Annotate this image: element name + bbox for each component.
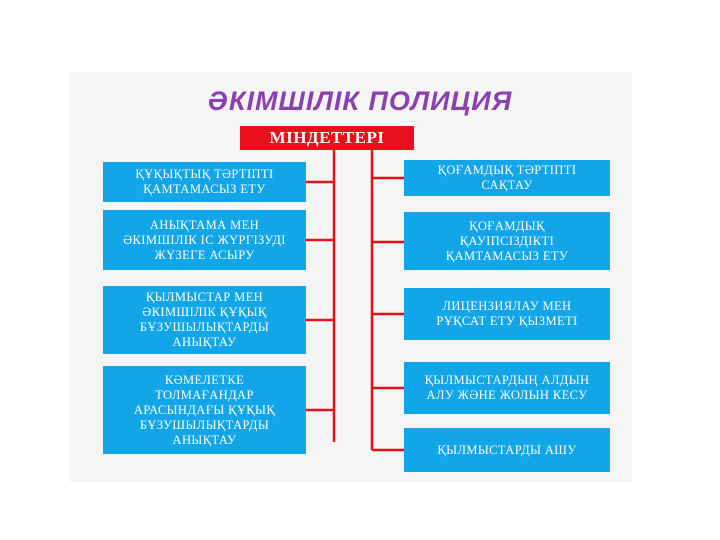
left-task-3: ҚЫЛМЫСТАР МЕН ӘКІМШІЛІК ҚҰҚЫҚ БҰЗУШЫЛЫҚТ… — [103, 286, 306, 354]
left-task-2: АНЫҚТАМА МЕН ӘКІМШІЛІК ІС ЖҮРГІЗУДІ ЖҮЗЕ… — [103, 210, 306, 270]
right-task-4: ҚЫЛМЫСТАРДЫҢ АЛДЫН АЛУ ЖӘНЕ ЖОЛЫН КЕСУ — [404, 362, 610, 414]
right-task-2: ҚОҒАМДЫҚ ҚАУІПСІЗДІКТІ ҚАМТАМАСЫЗ ЕТУ — [404, 212, 610, 270]
header-box: МІНДЕТТЕРІ — [240, 126, 414, 150]
right-task-5: ҚЫЛМЫСТАРДЫ АШУ — [404, 428, 610, 472]
left-task-4: КӘМЕЛЕТКЕ ТОЛМАҒАНДАР АРАСЫНДАҒЫ ҚҰҚЫҚ Б… — [103, 366, 306, 454]
right-task-3: ЛИЦЕНЗИЯЛАУ МЕН РҰҚСАТ ЕТУ ҚЫЗМЕТІ — [404, 288, 610, 340]
diagram-title: ӘКІМШІЛІК ПОЛИЦИЯ — [207, 86, 513, 116]
left-task-1: ҚҰҚЫҚТЫҚ ТӘРТІПТІ ҚАМТАМАСЫЗ ЕТУ — [103, 162, 306, 202]
right-task-1: ҚОҒАМДЫҚ ТӘРТІПТІ САҚТАУ — [404, 160, 610, 196]
